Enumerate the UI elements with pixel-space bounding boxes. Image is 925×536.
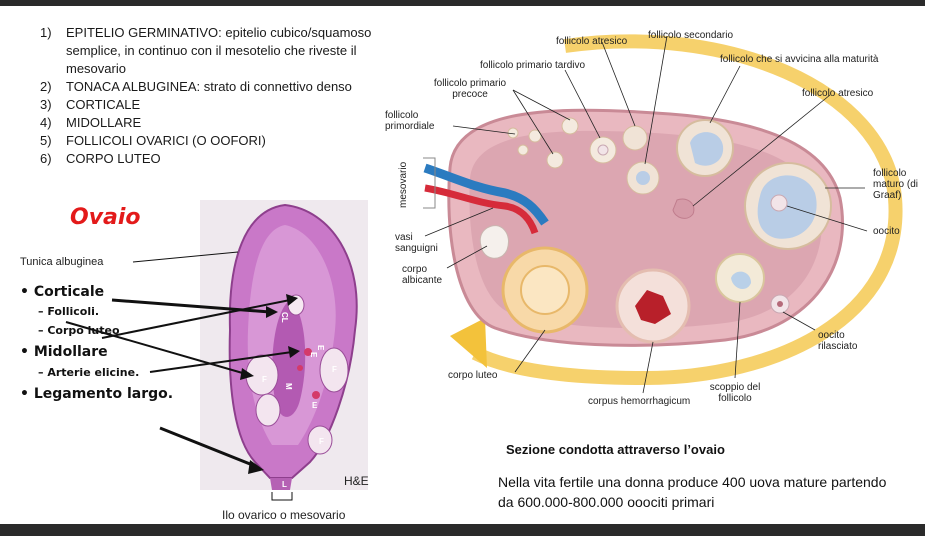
mark-e: E xyxy=(312,401,318,410)
atretic-follicle-top xyxy=(622,125,648,151)
corpus-albicans xyxy=(479,225,509,259)
helicine-artery xyxy=(297,365,303,371)
early-primary-follicle xyxy=(561,117,579,135)
fertility-note: Nella vita fertile una donna produce 400… xyxy=(498,474,887,510)
label-oocito-rilasciato: oocito rilasciato xyxy=(818,330,858,352)
primordial-follicle xyxy=(517,144,529,156)
label-corpo-luteo-diagram: corpo luteo xyxy=(448,370,498,381)
label-mesovario: mesovario xyxy=(398,161,409,208)
label-follicolo-maturo: follicolo maturo (di Graaf) xyxy=(873,168,919,201)
arrowhead xyxy=(288,346,300,358)
cycle-arrowhead xyxy=(450,318,487,368)
structure-list: 1)EPITELIO GERMINATIVO: epitelio cubico/… xyxy=(40,24,400,168)
follicle xyxy=(319,347,349,393)
follicle xyxy=(307,425,333,455)
mark-f: F xyxy=(319,437,324,446)
mark-e: E xyxy=(316,345,325,351)
mark-l: L xyxy=(282,480,287,489)
label-follicolo-secondario: follicolo secondario xyxy=(648,30,734,41)
label-follicolo-primario-tardivo: follicolo primario tardivo xyxy=(480,60,586,71)
mesovario-bracket xyxy=(423,157,436,209)
artery xyxy=(424,184,539,235)
pointer-line xyxy=(132,251,239,263)
diagram-caption: Sezione condotta attraverso l’ovaio xyxy=(506,442,725,457)
mark-e: E xyxy=(309,352,318,358)
corpus-luteum-core xyxy=(520,265,570,315)
ruptured-antrum xyxy=(731,271,751,290)
vein xyxy=(423,163,549,226)
label-corpo-albicante: corpo albicante xyxy=(402,264,443,286)
label-corpo-luteo-histology: – Corpo luteo xyxy=(38,324,120,337)
label-corticale: • Corticale xyxy=(20,284,105,300)
label-corpus-hemorrhagicum: corpus hemorrhagicum xyxy=(588,396,691,407)
label-follicolo-primordiale: follicolo primordiale xyxy=(385,110,435,132)
atretic-follicle xyxy=(672,198,695,219)
label-midollare: • Midollare xyxy=(20,344,108,360)
mark-m: M xyxy=(284,383,293,390)
label-vasi-sanguigni: vasi sanguigni xyxy=(395,232,438,254)
mark-f: F xyxy=(332,365,337,374)
stain-label: H&E xyxy=(344,474,369,488)
label-scoppio-follicolo: scoppio del follicolo xyxy=(709,382,761,404)
label-follicolo-maturita: follicolo che si avvicina alla maturità xyxy=(720,54,879,65)
label-arterie-elicine: – Arterie elicine. xyxy=(38,366,140,379)
cycle-arrow xyxy=(471,34,903,386)
ovaio-title: Ovaio xyxy=(70,205,141,230)
arrowhead xyxy=(266,306,278,318)
helicine-artery xyxy=(304,348,312,356)
label-oocito: oocito xyxy=(873,226,900,237)
oocyte xyxy=(770,194,788,212)
arrowhead xyxy=(286,294,298,306)
pointer-arrow xyxy=(149,351,293,373)
arrowhead xyxy=(240,368,254,380)
graafian-antrum xyxy=(757,175,817,239)
label-follicolo-atresico-right: follicolo atresico xyxy=(802,88,874,99)
early-primary-follicle xyxy=(546,151,564,169)
list-item: 2)TONACA ALBUGINEA: strato di connettivo… xyxy=(40,79,352,94)
hilum xyxy=(270,478,292,490)
mark-cl: CL xyxy=(280,312,289,323)
ovary-diagram xyxy=(423,34,903,394)
list-item: 4)MIDOLLARE xyxy=(40,115,142,130)
label-tunica-albuginea: Tunica albuginea xyxy=(20,256,104,268)
pointer-arrow xyxy=(159,426,256,468)
label-follicolo-primario-precoce: follicolo primario precoce xyxy=(433,78,507,100)
list-item: 1)EPITELIO GERMINATIVO: epitelio cubico/… xyxy=(40,25,372,76)
histology-illustration: CL E E M F F F E L xyxy=(65,200,368,501)
label-ilo-ovarico: Ilo ovarico o mesovario xyxy=(222,508,346,522)
pointer-arrow xyxy=(101,299,291,339)
follicle xyxy=(255,393,281,427)
ovary-medulla xyxy=(272,300,306,417)
pointer-arrow xyxy=(65,321,247,375)
primordial-follicle xyxy=(528,129,542,143)
label-follicoli: – Follicoli. xyxy=(38,305,100,318)
top-bar xyxy=(0,0,925,6)
arrowhead xyxy=(248,460,264,474)
list-item: 5)FOLLICOLI OVARICI (O OOFORI) xyxy=(40,133,266,148)
mark-f: F xyxy=(262,375,267,384)
label-legamento-largo: • Legamento largo. xyxy=(20,386,174,402)
hilum-bracket xyxy=(271,492,293,501)
helicine-artery xyxy=(312,391,320,399)
bottom-bar xyxy=(0,524,925,536)
label-follicolo-atresico-top: follicolo atresico xyxy=(556,36,628,47)
hemorrhagic-core xyxy=(635,290,671,324)
list-item: 3)CORTICALE xyxy=(40,97,141,112)
list-item: 6)CORPO LUTEO xyxy=(40,151,161,166)
